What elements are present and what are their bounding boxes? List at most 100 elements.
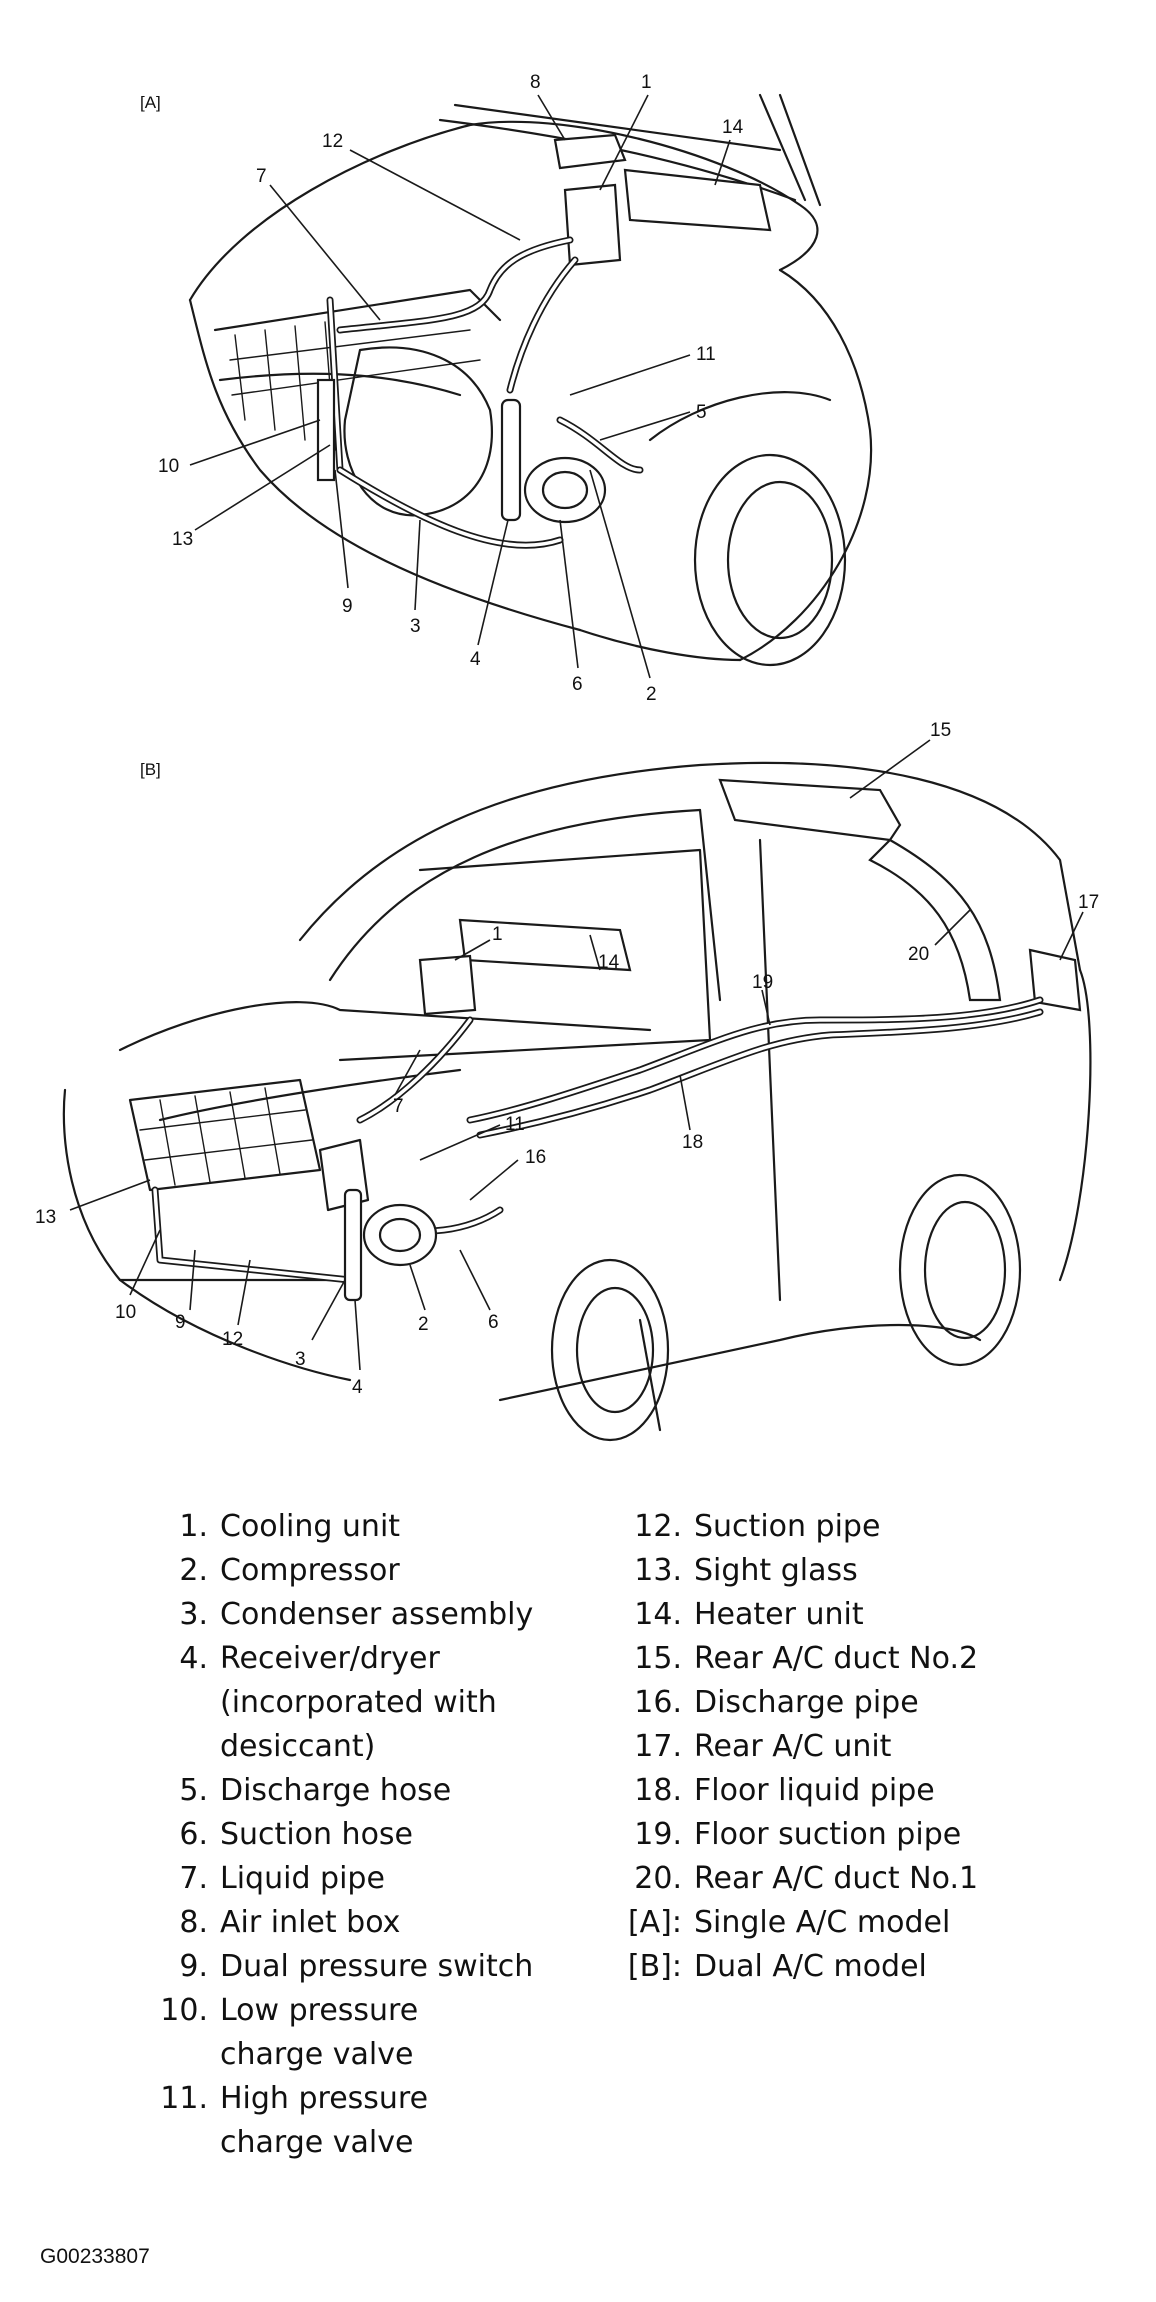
legend-item-number: 10. xyxy=(160,1993,208,2028)
callout-9: 9 xyxy=(175,1312,186,1333)
legend-item-number: 3. xyxy=(179,1597,208,1632)
legend-item-text: Liquid pipe xyxy=(220,1861,385,1896)
legend-item: 14. Heater unit xyxy=(600,1593,1150,1637)
legend-item: 13.Sight glass xyxy=(600,1549,1150,1593)
legend-item-number: 9. xyxy=(179,1949,208,1984)
receiver-dryer-b xyxy=(343,1188,363,1302)
receiver-dryer-a xyxy=(500,398,522,522)
callouts-b: 15 17 20 1 14 19 7 18 11 16 13 10 9 12 3… xyxy=(35,720,1099,1398)
legend-item-number: 14. xyxy=(634,1597,682,1632)
legend-item-number: [A]: xyxy=(627,1905,682,1940)
legend-item-text: Rear A/C duct No.1 xyxy=(694,1861,979,1896)
legend-item: desiccant) xyxy=(140,1725,610,1769)
legend-item-number: [B]: xyxy=(627,1949,682,1984)
callout-2: 2 xyxy=(418,1314,429,1335)
legend-right-column: 12. Suction pipe 13.Sight glass 14. Heater u… xyxy=(600,1505,1150,1989)
legend-item-text: Single A/C model xyxy=(694,1905,951,1940)
legend-item-number: 4. xyxy=(179,1641,208,1676)
legend-item-number: 8. xyxy=(179,1905,208,1940)
callout-6: 6 xyxy=(488,1312,499,1333)
callout-15: 15 xyxy=(930,720,951,741)
legend-item-number xyxy=(140,2121,220,2165)
legend-item-number: 12. xyxy=(634,1509,682,1544)
pipes-a xyxy=(326,236,644,549)
legend-item: 6.Suction hose xyxy=(140,1813,610,1857)
callout-10: 10 xyxy=(158,456,179,477)
legend-item: 3. Condenser assembly xyxy=(140,1593,610,1637)
callout-8: 8 xyxy=(530,72,541,93)
legend-item-number: 20. xyxy=(634,1861,682,1896)
legend-item-number: 1. xyxy=(179,1509,208,1544)
legend-item-text: Dual pressure switch xyxy=(220,1949,534,1984)
legend-item-text: Cooling unit xyxy=(220,1509,401,1544)
callout-17: 17 xyxy=(1078,892,1099,913)
legend-item-text: Discharge hose xyxy=(220,1773,452,1808)
legend-item-number: 15. xyxy=(634,1641,682,1676)
cooling-unit-a xyxy=(563,183,622,267)
callout-2: 2 xyxy=(646,684,657,705)
panel-a-label: [A] xyxy=(140,93,161,112)
callout-6: 6 xyxy=(572,674,583,695)
legend-item: charge valve xyxy=(140,2121,610,2165)
legend-item-number: 11. xyxy=(160,2081,208,2116)
legend-item-text: (incorporated with xyxy=(220,1685,497,1720)
figure-code: G00233807 xyxy=(40,2245,150,2268)
legend-item-text: Suction pipe xyxy=(694,1509,881,1544)
legend-item-text: charge valve xyxy=(220,2037,414,2072)
legend-item: 15. Rear A/C duct No.2 xyxy=(600,1637,1150,1681)
legend-item-text: Low pressure xyxy=(220,1993,419,2028)
legend-item-text: Heater unit xyxy=(694,1597,864,1632)
legend-item-text: Floor suction pipe xyxy=(694,1817,962,1852)
legend-item-text: Suction hose xyxy=(220,1817,414,1852)
legend-item-text: Discharge pipe xyxy=(694,1685,919,1720)
legend-item-number: 17. xyxy=(634,1729,682,1764)
callout-18: 18 xyxy=(682,1132,703,1153)
legend-item-text: Sight glass xyxy=(694,1553,858,1588)
legend-item: 17. Rear A/C unit xyxy=(600,1725,1150,1769)
legend-item-text: Rear A/C unit xyxy=(694,1729,892,1764)
callout-19: 19 xyxy=(752,972,773,993)
callout-1: 1 xyxy=(641,72,652,93)
legend-item-text: Air inlet box xyxy=(220,1905,401,1940)
legend-item-text: charge valve xyxy=(220,2125,414,2160)
callout-10: 10 xyxy=(115,1302,136,1323)
callout-12: 12 xyxy=(222,1329,243,1350)
callout-7: 7 xyxy=(393,1096,404,1117)
callout-14: 14 xyxy=(598,952,620,973)
condenser-a xyxy=(316,378,336,482)
compressor-a xyxy=(523,456,607,524)
panel-b-label: [B] xyxy=(140,760,161,779)
cooling-unit-b xyxy=(418,954,477,1016)
legend-item-number: 19. xyxy=(634,1817,682,1852)
legend-item-text: desiccant) xyxy=(220,1729,376,1764)
legend-item: 7. Liquid pipe xyxy=(140,1857,610,1901)
legend-item: 5.Discharge hose xyxy=(140,1769,610,1813)
legend-item: 1. Cooling unit xyxy=(140,1505,610,1549)
callout-1: 1 xyxy=(492,924,503,945)
rear-ac-duct-no2-b xyxy=(718,778,902,842)
vehicle-body-outline-b xyxy=(62,761,1092,1442)
callout-13: 13 xyxy=(35,1207,56,1228)
legend-item-text: Condenser assembly xyxy=(220,1597,534,1632)
callouts-a: 8 1 14 12 7 11 5 10 13 9 3 4 6 2 xyxy=(158,72,744,705)
callout-3: 3 xyxy=(295,1349,306,1370)
legend-item: 19. Floor suction pipe xyxy=(600,1813,1150,1857)
legend-item-text: Compressor xyxy=(220,1553,400,1588)
callout-13: 13 xyxy=(172,529,193,550)
diagram-dual-ac: [B] xyxy=(35,720,1099,1442)
legend-item: 8. Air inlet box xyxy=(140,1901,610,1945)
callout-20: 20 xyxy=(908,944,929,965)
legend-item-text: Floor liquid pipe xyxy=(694,1773,935,1808)
legend-item-text: Receiver/dryer xyxy=(220,1641,440,1676)
callout-3: 3 xyxy=(410,616,421,637)
air-inlet-box-a xyxy=(553,133,627,170)
legend-item-number: 7. xyxy=(179,1861,208,1896)
callout-11: 11 xyxy=(505,1114,525,1135)
callout-7: 7 xyxy=(256,166,267,187)
legend-item: 4. Receiver/dryer xyxy=(140,1637,610,1681)
legend-item-text: Rear A/C duct No.2 xyxy=(694,1641,979,1676)
legend-item-number: 18. xyxy=(634,1773,682,1808)
legend-item-number xyxy=(140,1681,220,1725)
legend-item: (incorporated with xyxy=(140,1681,610,1725)
